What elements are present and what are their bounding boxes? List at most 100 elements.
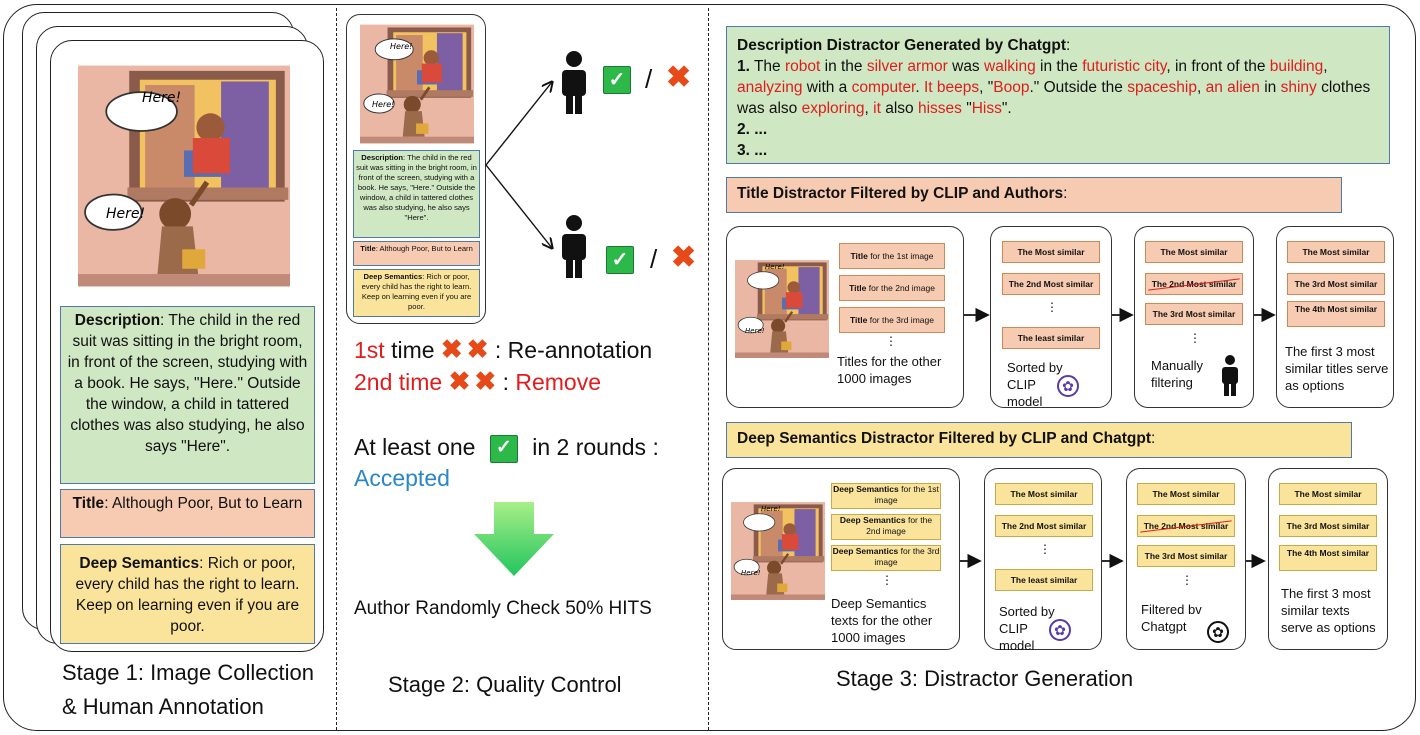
outer-frame: [3, 4, 1416, 731]
check-icon: ✓: [606, 246, 634, 274]
first-time-num: 1st: [354, 337, 385, 363]
sentence-text: ." Outside the: [1029, 79, 1128, 96]
sentence-text: clothes was also: [737, 79, 1371, 117]
sentence-text: , in front of the: [1166, 58, 1270, 75]
chatgpt-icon: ✿: [1207, 621, 1229, 643]
cross-icon: ✖: [448, 366, 471, 396]
thumb-description-label: Description: [361, 153, 404, 162]
deep-distractor-header-box: Deep Semantics Distractor Filtered by CL…: [726, 422, 1352, 458]
thumb-title-text: : Although Poor, But to Learn: [375, 244, 473, 253]
deep-distractor-header: Deep Semantics Distractor Filtered by CL…: [737, 430, 1151, 447]
sorted-by-clip-text: Sorted by CLIP model: [999, 604, 1055, 653]
deep-flow-arrows: [960, 553, 1266, 569]
distractor-sentence-1: 1. The robot in the silver armor was wal…: [737, 56, 1379, 119]
rank-most-similar: The Most similar: [1279, 483, 1377, 505]
rank-most-similar: The Most similar: [995, 483, 1093, 505]
description-label: Description: [74, 312, 161, 329]
check-icon: ✓: [603, 66, 631, 94]
sentence-text: ,: [1196, 79, 1206, 96]
stage1-title-box: Title: Although Poor, But to Learn: [60, 489, 315, 538]
rank-most-similar: The Most similar: [1137, 483, 1235, 505]
deep-sorted-card: The Most similar The 2nd Most similar ⋮ …: [984, 468, 1102, 653]
down-arrow-icon: [474, 502, 554, 576]
thumb-deep-text: : Rich or poor, every child has the righ…: [361, 272, 472, 311]
title-option-1st: Title for the 1st image: [839, 243, 945, 269]
title-option-3rd: Title for the 3rd image: [839, 307, 945, 333]
deep-option-1st: Deep Semantics for the 1st image: [831, 483, 941, 509]
stage3-caption: Stage 3: Distractor Generation: [836, 666, 1134, 691]
ellipsis-icon: ⋮: [885, 334, 897, 348]
distractor-item-3: 3. ...: [737, 142, 768, 159]
sentence-text: in the: [820, 58, 867, 75]
title-final-card: The Most similar The 3rd Most similar Th…: [1276, 226, 1394, 408]
openai-icon: ✿: [1057, 375, 1079, 397]
comic-thumbnail: Here! Here!: [360, 23, 474, 145]
distractor-word: silver armor: [866, 58, 948, 75]
first-time-word: time: [384, 337, 435, 363]
accepted-text: Accepted: [354, 465, 450, 491]
comic-image: Here! Here!: [78, 47, 290, 305]
svg-text:Here!: Here!: [761, 505, 781, 513]
distractor-word: Boop: [993, 79, 1030, 96]
stage1-deep-semantics-box: Deep Semantics: Rich or poor, every chil…: [60, 544, 315, 644]
deep-chatgpt-filter-card: The Most similar The 2nd Most similar Th…: [1126, 468, 1246, 650]
rank-4th-similar: The 4th Most similar: [1287, 301, 1385, 327]
sentence-text: was: [947, 58, 984, 75]
deep-option-3rd: Deep Semantics for the 3rd image: [831, 545, 941, 571]
rank-3rd-similar: The 3rd Most similar: [1137, 545, 1235, 567]
bubble-lower-text: Here!: [106, 206, 145, 222]
accept-pre-text: At least one: [354, 434, 476, 460]
ellipsis-icon: ⋮: [1181, 573, 1193, 587]
description-distractor-header: Description Distractor Generated by Chat…: [737, 37, 1071, 54]
rank-least-similar: The least similar: [995, 569, 1093, 591]
check-icon: ✓: [489, 434, 518, 463]
divider-stage1-stage2: [336, 8, 337, 730]
cross-icon: ✖: [474, 366, 497, 396]
distractor-word: spaceship: [1127, 79, 1197, 96]
thumb-title-box: Title: Although Poor, But to Learn: [353, 241, 480, 266]
person-icon: [562, 51, 586, 114]
title-flow-arrows: [964, 307, 1276, 323]
sentence-text: ,: [1323, 58, 1328, 75]
accept-line: At least one ✓ in 2 rounds :: [354, 434, 659, 463]
sentence-text: ": [961, 100, 972, 117]
ellipsis-icon: ⋮: [1189, 331, 1201, 345]
author-check-text: Author Randomly Check 50% HITS: [354, 598, 652, 619]
thumb-description-text: : The child in the red suit was sitting …: [356, 153, 477, 222]
title-distractor-header-box: Title Distractor Filtered by CLIP and Au…: [726, 177, 1342, 213]
rank-2nd-similar-struck: The 2nd Most similar: [1137, 515, 1235, 537]
rank-3rd-similar: The 3rd Most similar: [1145, 303, 1243, 325]
thumb-description-box: Description: The child in the red suit w…: [353, 150, 480, 238]
annotator-arrows: [485, 60, 580, 270]
rank-most-similar: The Most similar: [1002, 241, 1100, 263]
thumb-deep-box: Deep Semantics: Rich or poor, every chil…: [353, 269, 480, 317]
sentence-text: ".: [1001, 100, 1012, 117]
sentence-text: in: [1259, 79, 1281, 96]
distractor-word: it: [873, 100, 881, 117]
second-time-colon: :: [502, 369, 516, 395]
deep-others-text: Deep Semantics texts for the other 1000 …: [831, 596, 933, 645]
description-text: : The child in the red suit was sitting …: [67, 312, 308, 455]
rank-3rd-similar: The 3rd Most similar: [1287, 273, 1385, 295]
rank-2nd-similar: The 2nd Most similar: [1002, 273, 1100, 295]
rank-3rd-similar: The 3rd Most similar: [1279, 515, 1377, 537]
cross-icon: ✖: [440, 334, 463, 364]
title-sorted-card: The Most similar The 2nd Most similar ⋮ …: [990, 226, 1112, 409]
sentence-text: .: [915, 79, 924, 96]
distractor-word: computer: [851, 79, 916, 96]
deep-option-2nd: Deep Semantics for the 2nd image: [831, 514, 941, 540]
distractor-word: exploring: [801, 100, 865, 117]
person-icon: [1222, 355, 1238, 396]
distractor-word: Hiss: [971, 100, 1002, 117]
title-others-text: Titles for the other 1000 images: [837, 354, 942, 386]
deep-candidates-card: Here! Here! Deep Semantics for the 1st i…: [722, 468, 960, 650]
thumb-deep-label: Deep Semantics: [363, 272, 423, 281]
title-distractor-header: Title Distractor Filtered by CLIP and Au…: [737, 185, 1064, 202]
ellipsis-icon: ⋮: [881, 573, 893, 587]
arrow-to-annotator-1: [485, 82, 552, 166]
sentence-text: , ": [979, 79, 994, 96]
sentence-text: with a: [802, 79, 852, 96]
description-distractor-box: Description Distractor Generated by Chat…: [726, 26, 1390, 164]
title-text: : Although Poor, But to Learn: [104, 495, 303, 512]
sentence-text: also: [880, 100, 918, 117]
